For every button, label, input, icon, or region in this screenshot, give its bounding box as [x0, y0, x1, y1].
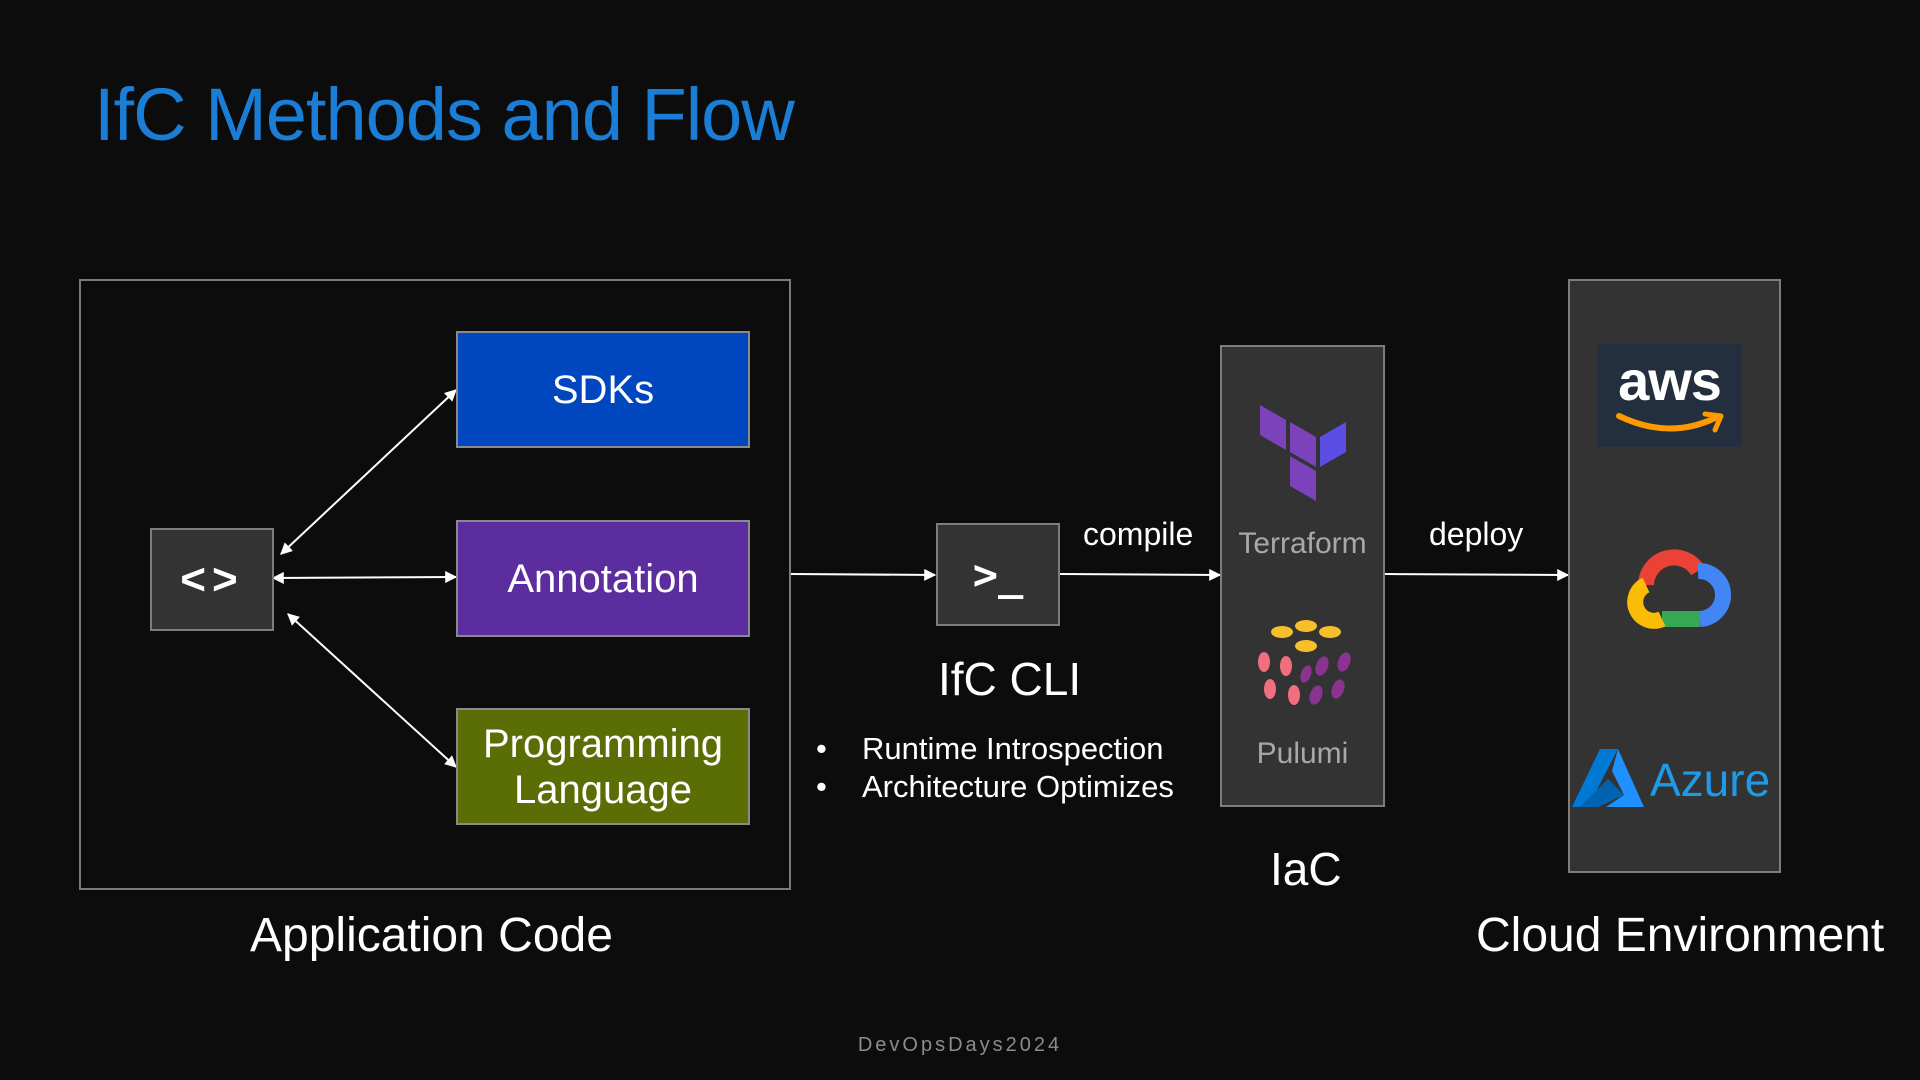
iac-panel: Terraform Pulumi — [1220, 345, 1385, 807]
iac-caption: IaC — [1270, 843, 1342, 895]
ifc-cli-caption: IfC CLI — [938, 653, 1082, 705]
google-cloud-logo-icon — [1627, 549, 1731, 629]
method-sdks: SDKs — [456, 331, 750, 448]
terraform-label: Terraform — [1238, 527, 1367, 560]
code-brackets-icon: <> — [180, 554, 244, 604]
aws-logo-text: aws — [1618, 349, 1722, 412]
compile-label: compile — [1083, 516, 1194, 552]
azure-logo-text: Azure — [1650, 754, 1771, 806]
method-sdks-label: SDKs — [551, 367, 655, 412]
application-code-frame — [79, 279, 791, 890]
arrow-deploy — [1384, 568, 1570, 581]
azure-logo-icon — [1572, 749, 1644, 807]
deploy-label: deploy — [1429, 516, 1524, 552]
terraform-logo-icon — [1260, 405, 1346, 501]
bullet-item: Runtime Introspection — [816, 730, 1174, 768]
method-programming-language-label: Programming Language — [482, 721, 724, 812]
method-annotation: Annotation — [456, 520, 750, 637]
aws-logo-icon: aws — [1597, 344, 1742, 447]
arrow-code-annotation — [271, 571, 458, 584]
code-box: <> — [150, 528, 274, 631]
arrow-code-language — [287, 613, 457, 768]
method-annotation-label: Annotation — [507, 556, 699, 601]
aws-smile-icon — [1616, 411, 1724, 433]
pulumi-label: Pulumi — [1256, 737, 1349, 770]
pulumi-logo-icon — [1258, 620, 1351, 705]
terminal-prompt-icon: >_ — [972, 550, 1024, 599]
cloud-panel: aws Azure — [1568, 279, 1781, 873]
footer-text: DevOpsDays2024 — [857, 1034, 1063, 1056]
arrow-compile — [1059, 568, 1222, 581]
application-code-caption: Application Code — [250, 909, 613, 962]
arrow-code-sdks — [280, 389, 457, 555]
bullet-item: Architecture Optimizes — [816, 768, 1174, 806]
cloud-environment-caption: Cloud Environment — [1476, 909, 1885, 962]
ifc-cli-box: >_ — [936, 523, 1060, 626]
arrow-app-to-cli — [790, 568, 937, 581]
method-programming-language: Programming Language — [456, 708, 750, 825]
slide-title: IfC Methods and Flow — [94, 73, 795, 156]
ifc-cli-bullets: Runtime Introspection Architecture Optim… — [816, 730, 1174, 806]
